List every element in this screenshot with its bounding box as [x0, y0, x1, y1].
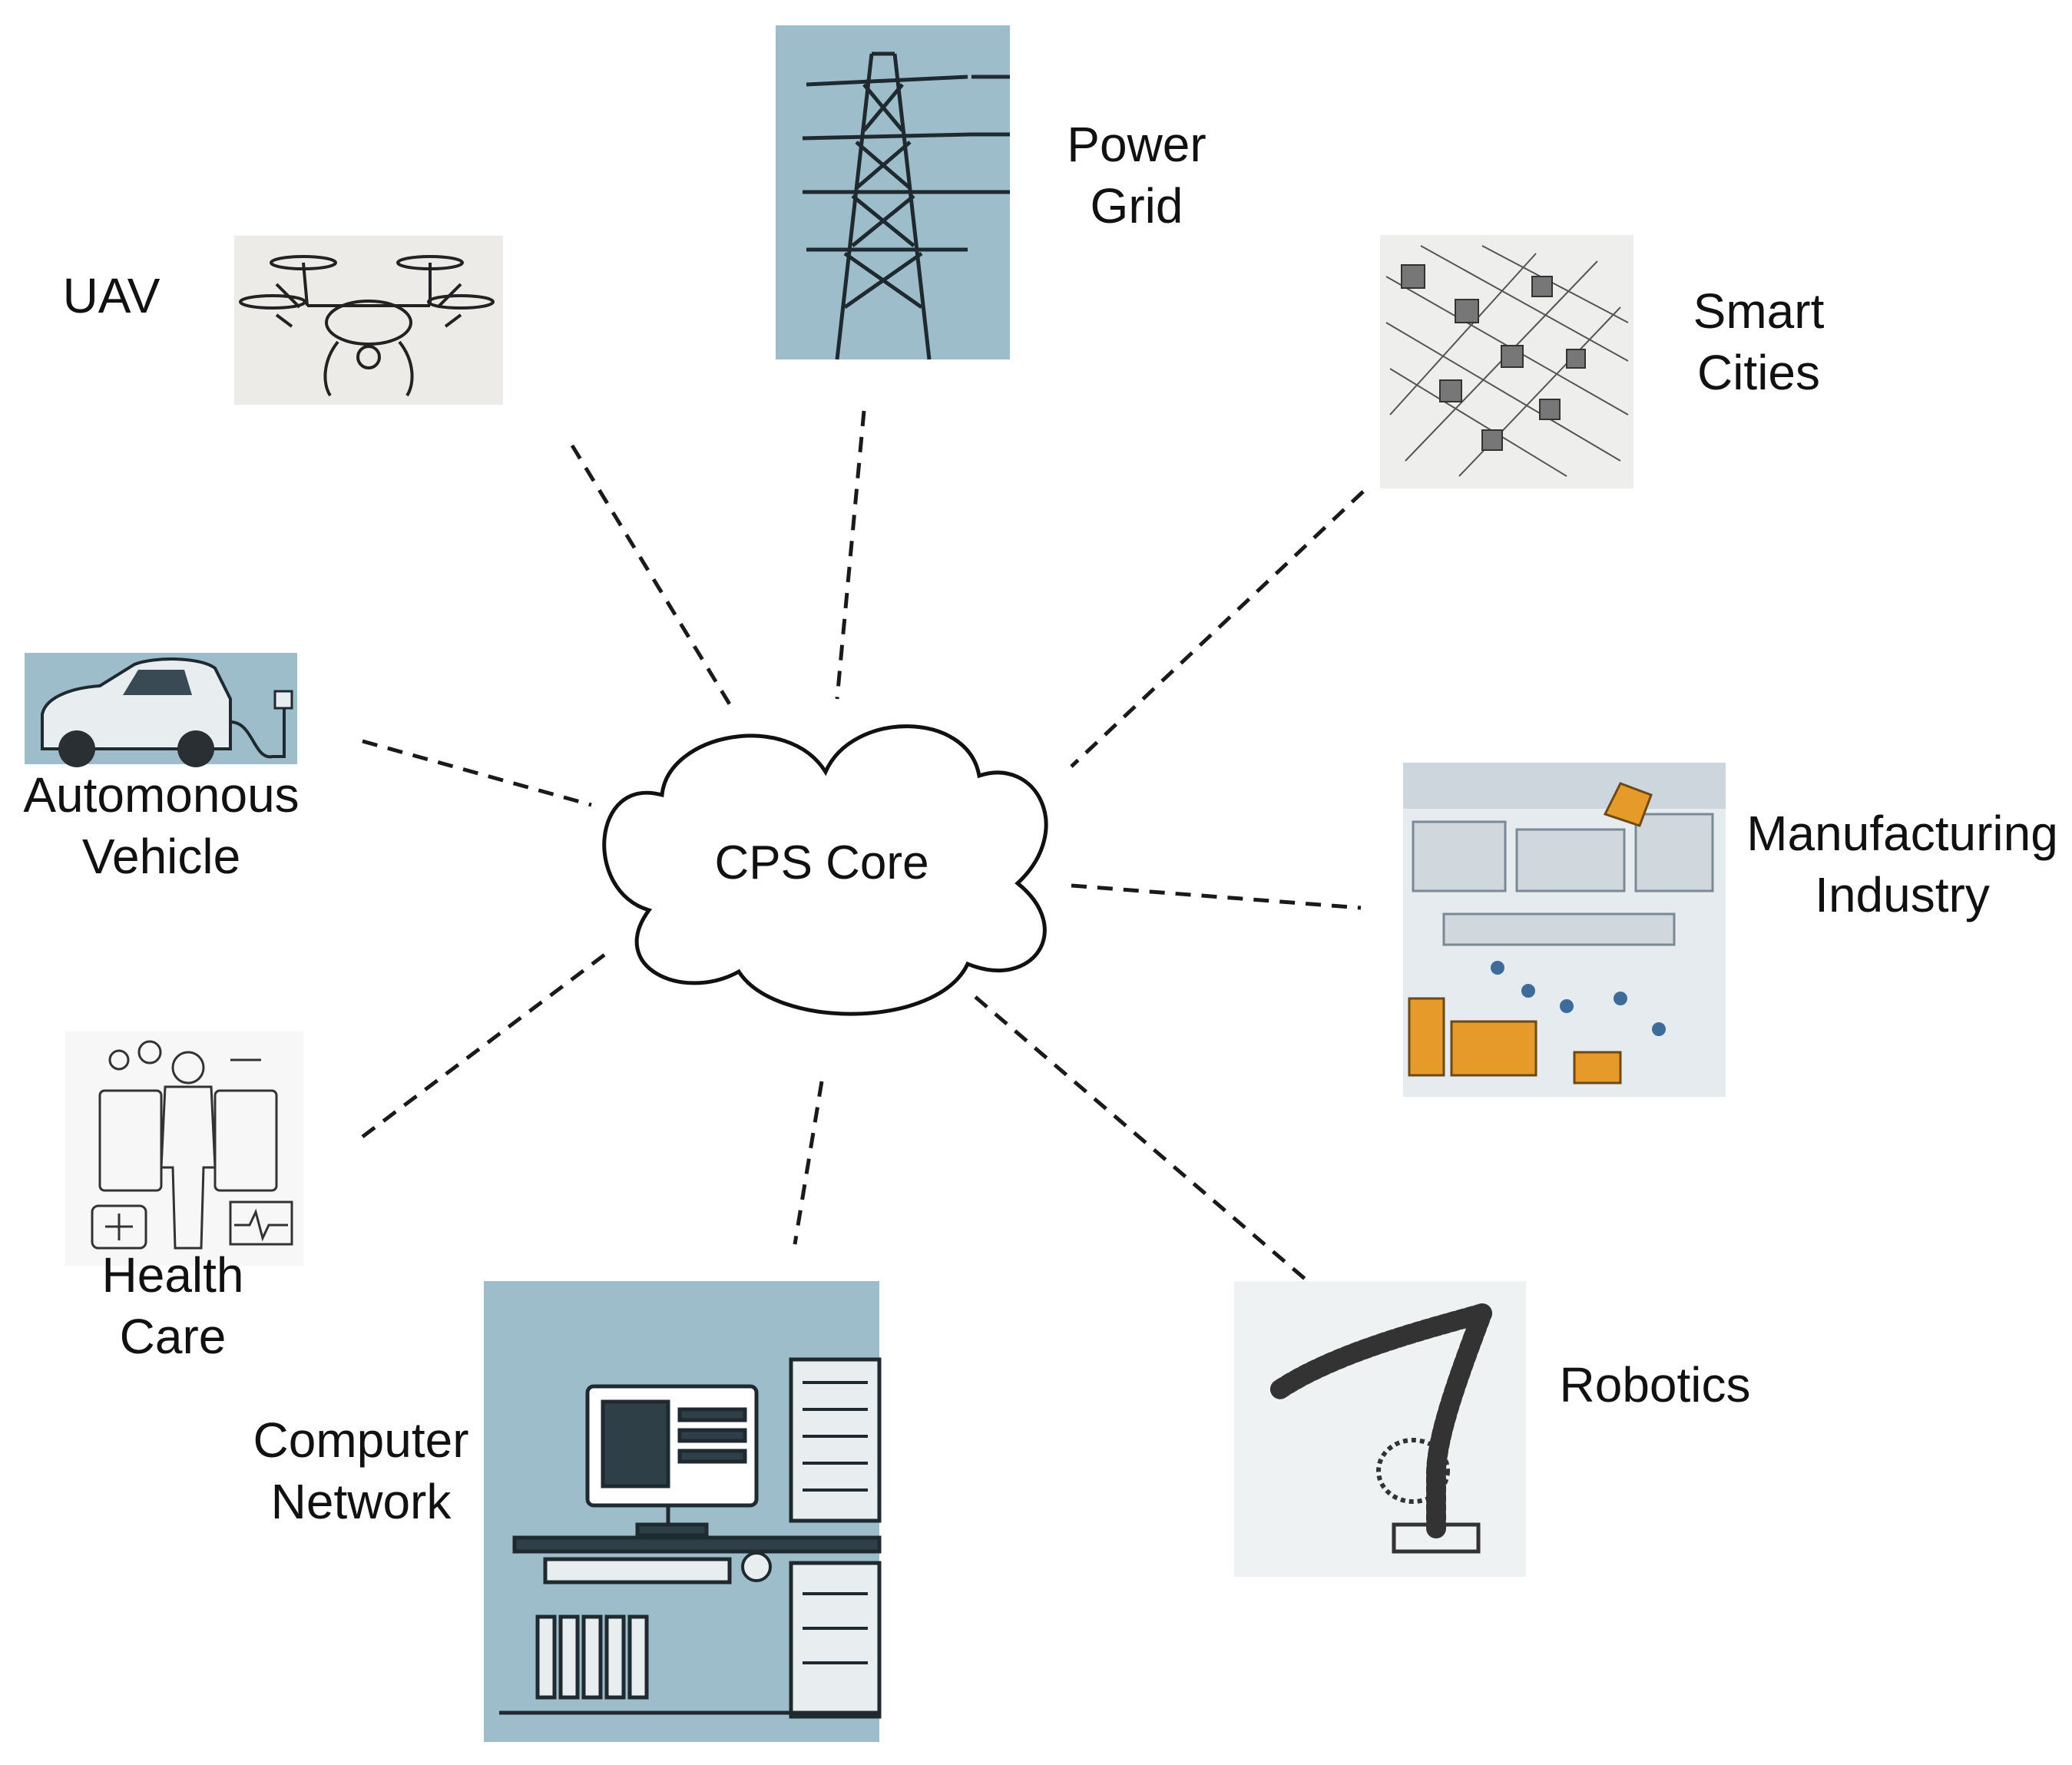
computer-network-image: [484, 1281, 882, 1742]
uav-label: UAV: [42, 265, 180, 326]
manufacturing-image: [1403, 763, 1726, 1097]
connectors: [361, 410, 1365, 1284]
computer-network-label-line-2: Network: [270, 1474, 452, 1529]
smart-cities-image: [1380, 235, 1633, 488]
uav-image: [234, 236, 503, 405]
vehicle-image: [25, 653, 297, 767]
computer-network-label-line-1: Computer: [253, 1412, 469, 1468]
connector-network: [793, 1081, 824, 1245]
vehicle-label-line-2: Vehicle: [81, 829, 241, 884]
robotics-label-line-1: Robotics: [1559, 1357, 1751, 1412]
robotics-image: [1234, 1281, 1526, 1577]
cps-core-label: CPS Core: [714, 836, 929, 889]
connector-manufacturing: [1071, 883, 1362, 910]
computer-network-label: Computer Network: [242, 1409, 480, 1532]
vehicle-label-line-1: Automonous: [23, 767, 300, 823]
cps-core-cloud: [602, 724, 1048, 1016]
health-care-label-line-1: Health: [101, 1247, 244, 1303]
power-grid-label: Power Grid: [1044, 114, 1229, 237]
smart-cities-label-line-1: Smart: [1693, 283, 1825, 339]
power-grid-image: [776, 25, 1010, 360]
health-care-label: Health Care: [81, 1244, 265, 1367]
power-grid-label-line-2: Grid: [1090, 178, 1183, 233]
uav-label-line-1: UAV: [62, 268, 161, 323]
manufacturing-label-line-2: Industry: [1815, 867, 1990, 922]
connector-power-grid: [835, 410, 866, 700]
connector-smart-cities: [1070, 490, 1365, 768]
manufacturing-label: Manufacturing Industry: [1737, 803, 2067, 926]
vehicle-label: Automonous Vehicle: [8, 764, 315, 887]
health-care-image: [65, 1032, 303, 1266]
health-care-label-line-2: Care: [119, 1309, 227, 1364]
connector-health: [361, 947, 614, 1138]
connector-uav: [570, 444, 736, 712]
power-grid-label-line-1: Power: [1067, 117, 1206, 172]
smart-cities-label: Smart Cities: [1667, 280, 1851, 403]
manufacturing-label-line-1: Manufacturing: [1746, 806, 2058, 861]
robotics-label: Robotics: [1544, 1354, 1766, 1416]
smart-cities-label-line-2: Cities: [1696, 345, 1821, 400]
connector-robotics: [974, 995, 1311, 1284]
connector-vehicle: [362, 739, 592, 807]
